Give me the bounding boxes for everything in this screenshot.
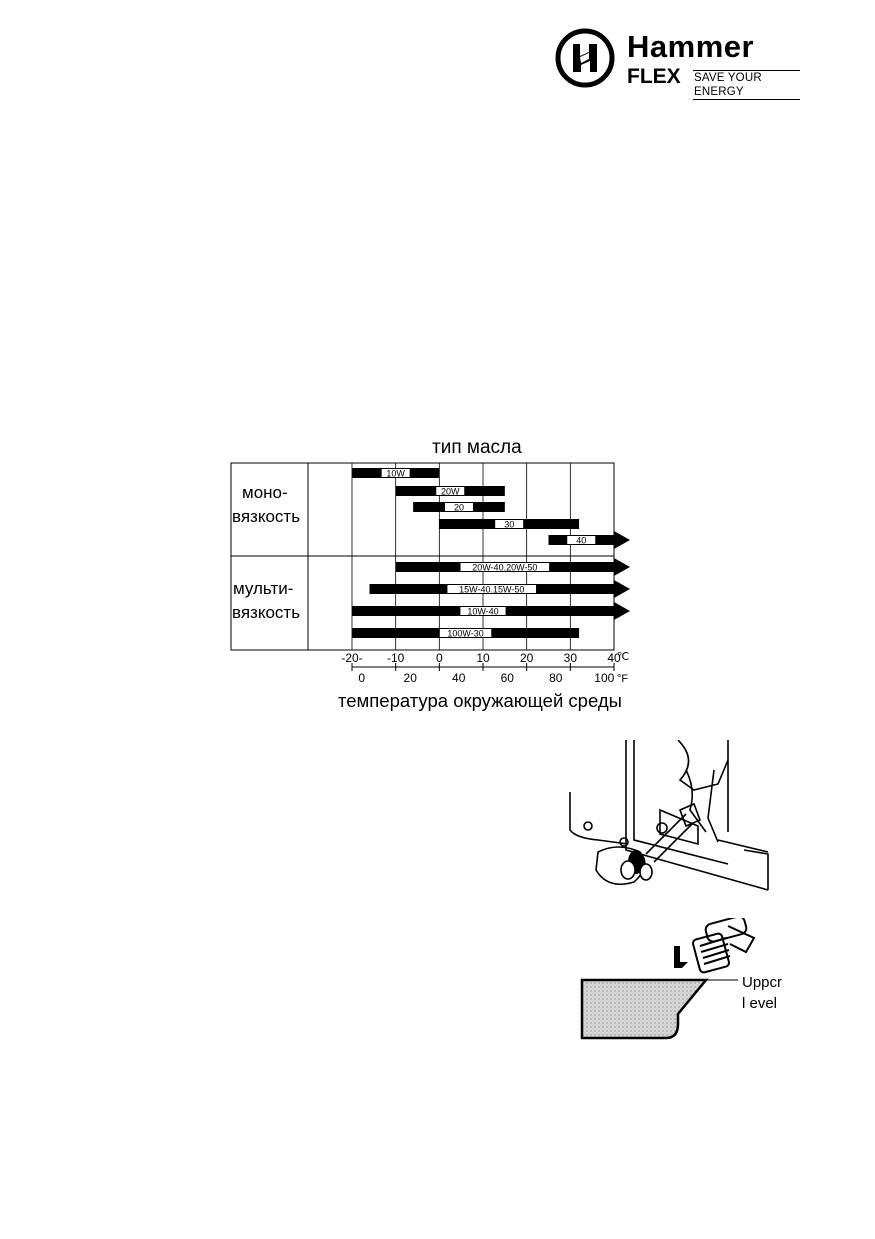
- bar-label-box-2: [436, 487, 465, 495]
- bar-label-6: 20W-40.20W-50: [472, 563, 537, 573]
- x-tick-label-fahrenheit: 80: [549, 671, 563, 685]
- group-label-mono-line1: моно-: [242, 483, 288, 502]
- bar-arrow-5: [614, 531, 630, 549]
- x-tick-label-celsius: 40: [607, 651, 621, 665]
- x-tick-label-celsius: 0: [436, 651, 443, 665]
- x-unit-fahrenheit: °F: [617, 673, 628, 685]
- hammer-emblem-icon: [555, 28, 615, 88]
- bar-label-box-3: [444, 503, 473, 511]
- x-tick-label-fahrenheit: 100: [594, 671, 614, 685]
- x-tick-label-fahrenheit: 40: [452, 671, 466, 685]
- bar-label-7: 15W-40.15W-50: [459, 585, 524, 595]
- brand-line: FLEX: [627, 65, 681, 88]
- bar-label-5: 40: [576, 536, 586, 546]
- bar-label-2: 20W: [441, 487, 460, 497]
- group-label-multi-line1: мульти-: [233, 579, 293, 598]
- bar-label-box-4: [495, 520, 524, 528]
- bar-arrow-6: [614, 558, 630, 576]
- engine-oil-filler-illustration: [569, 740, 769, 891]
- brand-name: Hammer: [627, 29, 755, 64]
- chart-xlabel: температура окружающей среды: [338, 690, 622, 711]
- group-label-mono-line2: вязкость: [232, 507, 300, 526]
- x-tick-label-celsius: 10: [476, 651, 490, 665]
- x-tick-label-fahrenheit: 0: [358, 671, 365, 685]
- bar-label-box-8: [460, 607, 506, 615]
- bar-label-box-6: [460, 563, 550, 571]
- x-tick-label-celsius: -10: [387, 651, 405, 665]
- x-tick-label-fahrenheit: 20: [404, 671, 418, 685]
- x-unit-celsius: ℃: [617, 651, 629, 663]
- chart-title: тип масла: [432, 437, 522, 458]
- bar-arrow-8: [614, 602, 630, 620]
- upper-level-label: Uppcr l evel: [742, 972, 782, 1014]
- bar-label-box-1: [381, 469, 410, 477]
- chart-bars: 10W 20W 20 30 40 20W-40.20W-50 15W-40.15W-50 10…: [352, 468, 630, 639]
- bar-label-3: 20: [454, 503, 464, 513]
- bar-label-9: 100W-30: [447, 629, 483, 639]
- bar-label-8: 10W-40: [467, 607, 498, 617]
- chart-grid: [230, 462, 615, 651]
- upper-level-label-line2: l evel: [742, 995, 778, 1012]
- bar-label-box-7: [447, 585, 537, 593]
- x-tick-label-celsius: 20: [520, 651, 534, 665]
- bar-arrow-7: [614, 580, 630, 598]
- brand-tagline: SAVE YOUR ENERGY: [693, 70, 800, 100]
- x-tick-label-celsius: 30: [564, 651, 578, 665]
- bar-label-box-5: [567, 536, 596, 544]
- x-tick-label-celsius: -20-: [341, 651, 362, 665]
- bar-label-box-9: [439, 629, 492, 637]
- group-label-multi-line2: вязкость: [232, 603, 300, 622]
- bar-label-4: 30: [504, 520, 514, 530]
- brand-logo: Hammer FLEX SAVE YOUR ENERGY: [555, 28, 800, 100]
- oil-viscosity-chart: 10W 20W 20 30 40 20W-40.20W-50 15W-40.15W-50 10…: [230, 462, 630, 685]
- x-tick-label-fahrenheit: 60: [501, 671, 515, 685]
- bar-label-1: 10W: [386, 469, 405, 479]
- oil-level-illustration: [580, 918, 756, 1040]
- upper-level-label-line1: Uppcr: [742, 974, 783, 991]
